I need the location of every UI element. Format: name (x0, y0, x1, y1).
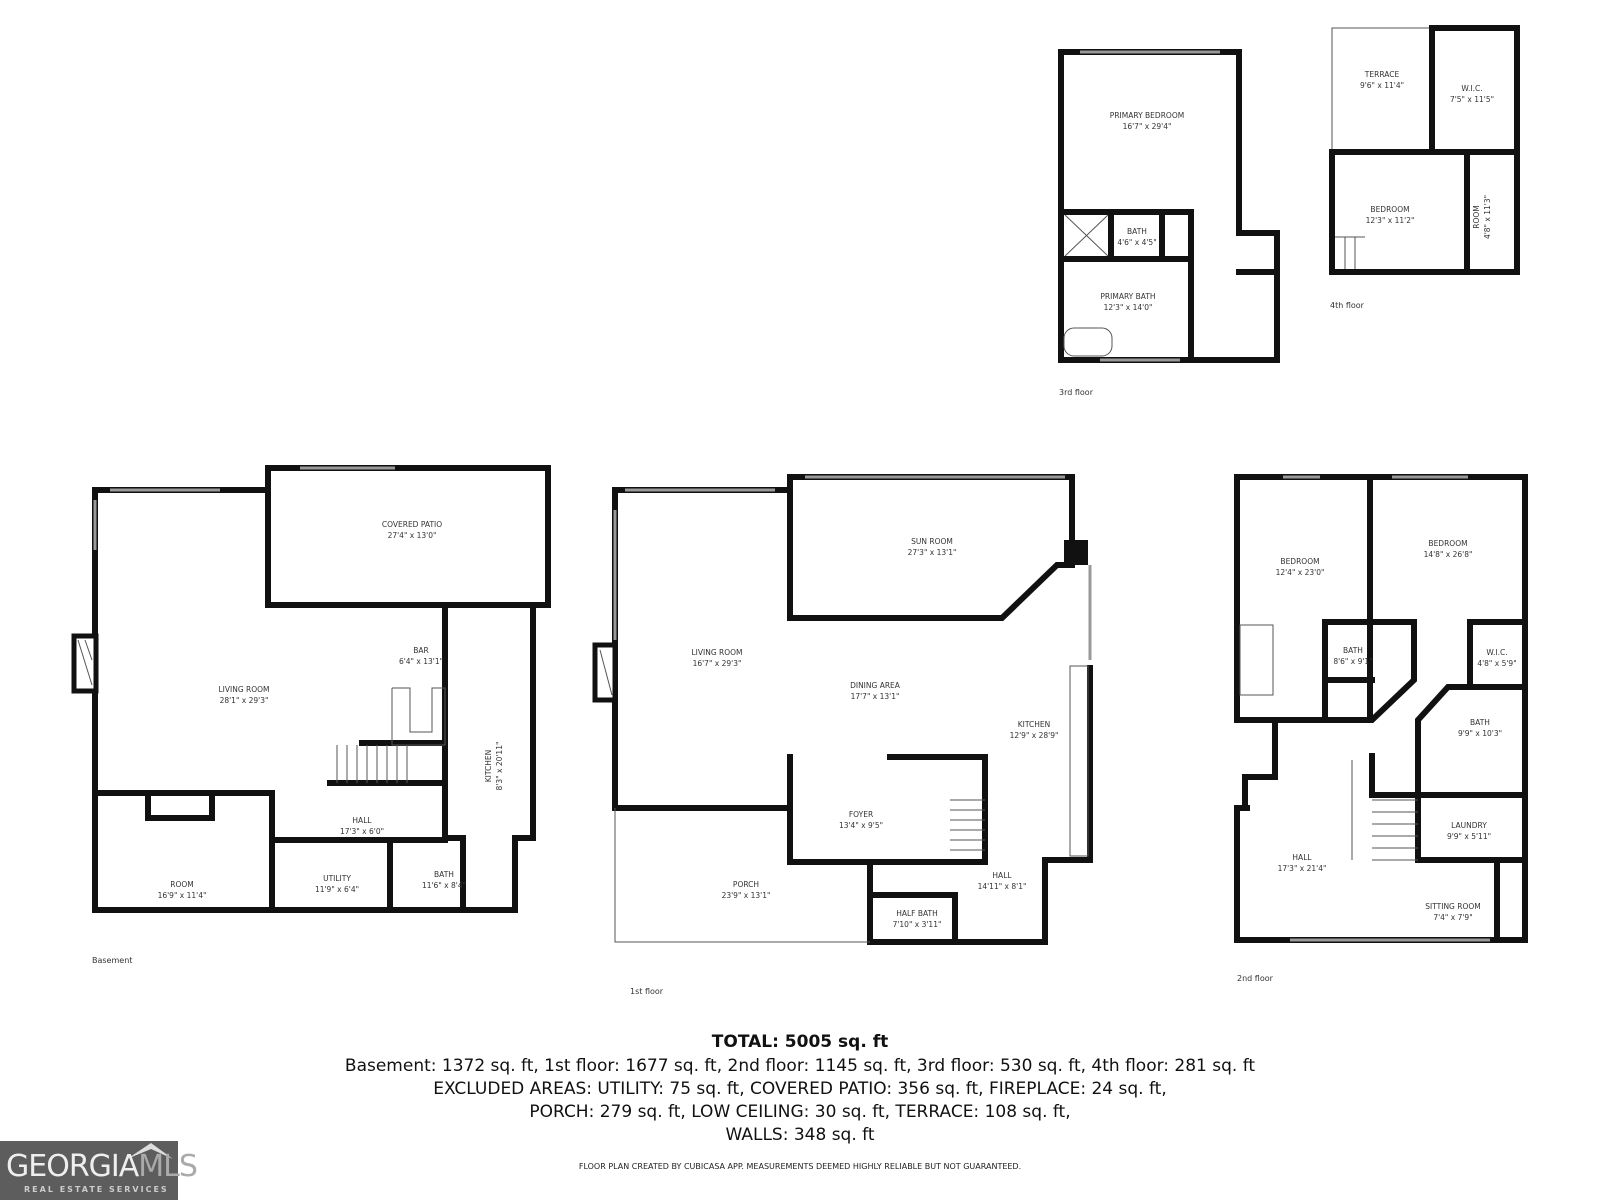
room-label: BATH (1343, 646, 1363, 655)
second-floor-plan: BEDROOM 12'4" x 23'0" BEDROOM 14'8" x 26… (1234, 474, 1528, 983)
floor-label: 1st floor (630, 987, 664, 996)
room-dims: 12'4" x 23'0" (1276, 568, 1325, 577)
room-dims: 4'6" x 4'5" (1117, 238, 1156, 247)
room-label: LIVING ROOM (691, 648, 742, 657)
room-dims: 14'8" x 26'8" (1424, 550, 1473, 559)
roof-icon (127, 1143, 173, 1159)
fourth-floor-plan: TERRACE 9'6" x 11'4" W.I.C. 7'5" x 11'5"… (1329, 25, 1520, 310)
fireplace-icon (592, 642, 618, 703)
floor-label: 2nd floor (1237, 974, 1274, 983)
column-icon (1064, 540, 1088, 565)
room-label: BEDROOM (1428, 539, 1467, 548)
room-dims: 7'5" x 11'5" (1450, 95, 1494, 104)
room-label: KITCHEN (1018, 720, 1051, 729)
room-label: ROOM (170, 880, 194, 889)
room-dims: 8'6" x 9'1" (1333, 657, 1372, 666)
room-dims: 17'7" x 13'1" (851, 692, 900, 701)
room-dims: 17'3" x 21'4" (1278, 864, 1327, 873)
room-label: FOYER (849, 810, 873, 819)
floor-label: 3rd floor (1059, 388, 1094, 397)
room-dims: 14'11" x 8'1" (978, 882, 1027, 891)
excluded-areas: EXCLUDED AREAS: UTILITY: 75 sq. ft, COVE… (433, 1079, 1167, 1099)
floor-label: Basement (92, 956, 132, 965)
room-dims: 12'3" x 11'2" (1366, 216, 1415, 225)
room-label: W.I.C. (1486, 648, 1507, 657)
room-label: LIVING ROOM (218, 685, 269, 694)
room-label: W.I.C. (1461, 84, 1482, 93)
total-area: TOTAL: 5005 sq. ft (711, 1032, 889, 1052)
room-label: KITCHEN (484, 750, 493, 783)
room-label: HALL (1292, 853, 1312, 862)
room-label: HALL (352, 816, 372, 825)
floor-label: 4th floor (1330, 301, 1365, 310)
room-label: DINING AREA (850, 681, 901, 690)
room-label: SUN ROOM (911, 537, 953, 546)
room-dims: 4'8" x 11'3" (1483, 195, 1492, 239)
basement-plan: COVERED PATIO 27'4" x 13'0" BAR 6'4" x 1… (71, 465, 551, 965)
first-floor-plan: SUN ROOM 27'3" x 13'1" LIVING ROOM 16'7"… (592, 474, 1093, 996)
logo-tagline: REAL ESTATE SERVICES (24, 1185, 169, 1194)
third-floor-plan: PRIMARY BEDROOM 16'7" x 29'4" BATH 4'6" … (1058, 49, 1280, 397)
room-label: BATH (1470, 718, 1490, 727)
room-dims: 23'9" x 13'1" (722, 891, 771, 900)
floor-areas: Basement: 1372 sq. ft, 1st floor: 1677 s… (344, 1056, 1256, 1076)
room-dims: 16'7" x 29'4" (1123, 122, 1172, 131)
room-dims: 12'9" x 28'9" (1010, 731, 1059, 740)
room-dims: 9'6" x 11'4" (1360, 81, 1404, 90)
room-label: BEDROOM (1370, 205, 1409, 214)
room-dims: 9'9" x 10'3" (1458, 729, 1502, 738)
room-dims: 27'4" x 13'0" (388, 531, 437, 540)
room-label: TERRACE (1364, 70, 1400, 79)
room-label: PRIMARY BATH (1100, 292, 1155, 301)
room-dims: 6'4" x 13'1" (399, 657, 443, 666)
room-dims: 12'3" x 14'0" (1104, 303, 1153, 312)
room-label: HALF BATH (896, 909, 938, 918)
room-dims: 13'4" x 9'5" (839, 821, 883, 830)
room-label: HALL (992, 871, 1012, 880)
room-label: BEDROOM (1280, 557, 1319, 566)
excluded-areas-cont: PORCH: 279 sq. ft, LOW CEILING: 30 sq. f… (529, 1102, 1071, 1122)
room-dims: 4'8" x 5'9" (1477, 659, 1516, 668)
room-dims: 7'4" x 7'9" (1433, 913, 1472, 922)
room-label: BAR (413, 646, 429, 655)
room-dims: 11'9" x 6'4" (315, 885, 359, 894)
room-label: COVERED PATIO (382, 520, 442, 529)
area-summary: Basement: 1372 sq. ft, 1st floor: 1677 s… (0, 1055, 1600, 1147)
room-dims: 7'10" x 3'11" (893, 920, 942, 929)
room-label: PORCH (733, 880, 759, 889)
room-dims: 16'7" x 29'3" (693, 659, 742, 668)
room-dims: 27'3" x 13'1" (908, 548, 957, 557)
room-label: SITTING ROOM (1425, 902, 1481, 911)
room-label: BATH (434, 870, 454, 879)
room-label: LAUNDRY (1451, 821, 1487, 830)
georgia-mls-logo: GEORGIAMLS REAL ESTATE SERVICES (0, 1141, 198, 1200)
room-label: PRIMARY BEDROOM (1110, 111, 1184, 120)
logo-brand-mls: MLS (138, 1149, 198, 1184)
room-dims: 17'3" x 6'0" (340, 827, 384, 836)
room-label: ROOM (1472, 205, 1481, 229)
logo-brand: GEORGIA (6, 1149, 139, 1184)
room-dims: 9'9" x 5'11" (1447, 832, 1491, 841)
room-dims: 11'6" x 8'4" (422, 881, 466, 890)
room-dims: 8'3" x 20'11" (495, 742, 504, 791)
room-dims: 16'9" x 11'4" (158, 891, 207, 900)
walls-area: WALLS: 348 sq. ft (725, 1125, 875, 1145)
room-label: BATH (1127, 227, 1147, 236)
disclaimer: FLOOR PLAN CREATED BY CUBICASA APP. MEAS… (578, 1162, 1022, 1171)
room-dims: 28'1" x 29'3" (220, 696, 269, 705)
room-label: UTILITY (323, 874, 351, 883)
